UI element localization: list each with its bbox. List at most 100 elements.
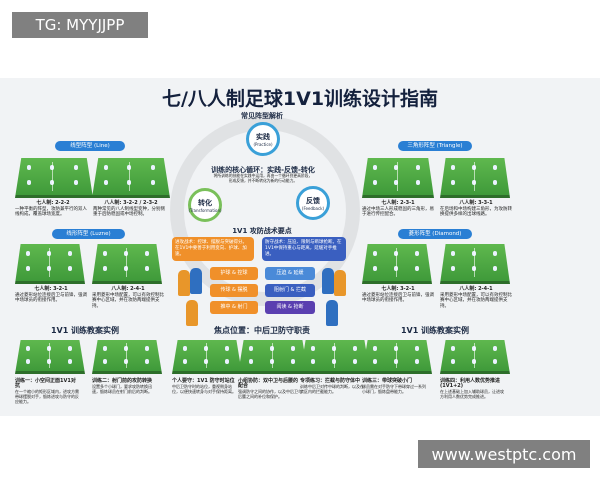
player-marker (414, 358, 419, 364)
player-marker (471, 346, 476, 352)
player-marker (248, 358, 253, 364)
drill-caption: 训练二：射门前的攻防转换设置多个小球门，要求攻防转换迅速，锻炼球员在射门前后的判… (92, 378, 153, 395)
drill-caption: 专项练习：拦截与防守体中训练中后卫对传中球的判断，以及在禁区内的拦截能力。 (300, 378, 364, 395)
player-marker (50, 165, 55, 171)
player-marker (67, 358, 72, 364)
drill-caption: 训练一：小空间正面1V1对抗在一个缩小的矩形区域内，进攻方需带球摆脱对手，锻炼进… (15, 378, 79, 405)
player-marker (73, 180, 78, 186)
player-marker (450, 358, 455, 364)
player-marker (123, 266, 128, 272)
player-marker (123, 346, 128, 352)
attack-item: 护球 & 控球 (210, 267, 258, 280)
player-marker (26, 180, 31, 186)
drill-field (300, 340, 370, 374)
player-marker (103, 165, 108, 171)
field-diamond-7 (362, 244, 432, 284)
drill-field (362, 340, 432, 374)
defense-item: 阅读 & 抢断 (265, 301, 315, 314)
page-title: 七/八人制足球1V1训练设计指南 (161, 88, 439, 110)
player-marker (150, 180, 155, 186)
player-marker (224, 358, 229, 364)
player-marker (102, 346, 107, 352)
player-marker (25, 251, 30, 257)
cycle-text: 将所训练的技能在实践中运用，再由一个循环到更高阶段，形成反馈，并不断转化为新的行… (213, 173, 313, 183)
player-marker (46, 346, 51, 352)
transform-en: (Transformation) (188, 207, 222, 213)
drill-field (15, 340, 85, 374)
drill-caption: 训练四：利用人数优势推进 (1V1+2)在上述基础上加入辅助球员，让进攻方利用人… (440, 378, 504, 400)
player-marker (393, 346, 398, 352)
player-marker (372, 165, 377, 171)
player-marker (310, 346, 315, 352)
badge-luzne: 线形阵型 (Luzne) (52, 229, 125, 239)
player-marker (123, 358, 128, 364)
player-illustration (322, 268, 334, 294)
player-marker (372, 358, 377, 364)
player-marker (394, 165, 399, 171)
player-marker (103, 180, 108, 186)
player-marker (25, 358, 30, 364)
player-marker (372, 346, 377, 352)
player-marker (203, 346, 208, 352)
transform-circle: 转化(Transformation) (188, 188, 222, 222)
player-marker (416, 165, 420, 171)
player-marker (450, 165, 455, 171)
player-marker (492, 266, 497, 272)
player-marker (203, 358, 208, 364)
field-luzne-7 (15, 244, 85, 284)
field-luzne-8 (92, 244, 162, 284)
player-marker (224, 346, 229, 352)
player-marker (414, 251, 419, 257)
player-marker (67, 346, 72, 352)
infographic: 七/八人制足球1V1训练设计指南 常见阵型解析 实践(Practice) 训练的… (0, 78, 600, 416)
attack-item: 推中 & 射门 (210, 301, 258, 314)
player-marker (26, 165, 31, 171)
practice-circle: 实践(Practice) (246, 122, 280, 156)
player-marker (67, 251, 72, 257)
player-marker (248, 346, 253, 352)
field-diamond-8 (440, 244, 510, 284)
player-illustration (334, 270, 346, 296)
cycle-heading: 训练的核心循环：实践-反馈-转化 (211, 166, 315, 174)
player-marker (450, 266, 455, 272)
transform-label: 转化 (198, 198, 212, 207)
drill-caption: 小组协防：双中卫与后腰的配合强调防守之间的协作，以及中后卫与后腰之间的补位和保护… (238, 378, 302, 400)
field-triangle-8 (440, 158, 510, 198)
drill-field (92, 340, 162, 374)
player-marker (414, 346, 419, 352)
section-heading-center: 焦点位置：中后卫防守职责 (214, 326, 310, 335)
player-marker (471, 251, 476, 257)
section-heading-right: 1V1 训练教案实例 (400, 326, 470, 335)
player-marker (46, 266, 51, 272)
player-marker (450, 180, 455, 186)
defense-box: 防守战术：压迫、限制与断球抢断。在1V1中保持重心与距离，延缓对手推进。 (262, 237, 346, 261)
player-marker (372, 251, 377, 257)
practice-label: 实践 (256, 132, 270, 141)
attack-item: 传球 & 摆脱 (210, 284, 258, 297)
player-marker (352, 358, 357, 364)
player-marker (492, 251, 497, 257)
player-marker (331, 346, 336, 352)
badge-line: 线型阵型 (Line) (55, 141, 125, 151)
badge-diamond: 菱形阵型 (Diamond) (398, 229, 472, 239)
player-marker (394, 180, 399, 186)
player-marker (46, 251, 51, 257)
player-marker (144, 266, 149, 272)
player-marker (127, 165, 132, 171)
overlay-label-top: TG: MYYJJPP (12, 12, 148, 38)
player-marker (492, 346, 497, 352)
drill-caption: 训练三：带球突破小门球员需在对手防守下带球穿过一系列小球门，锻炼盘带能力。 (362, 378, 426, 395)
player-marker (290, 358, 295, 364)
feedback-circle: 反馈(Feedback) (296, 186, 330, 220)
player-marker (393, 358, 398, 364)
player-marker (492, 358, 497, 364)
field-line-8 (92, 158, 170, 198)
drill-field (238, 340, 308, 374)
badge-triangle: 三角形阵型 (Triangle) (398, 141, 472, 151)
feedback-label: 反馈 (306, 196, 320, 205)
player-marker (471, 358, 476, 364)
